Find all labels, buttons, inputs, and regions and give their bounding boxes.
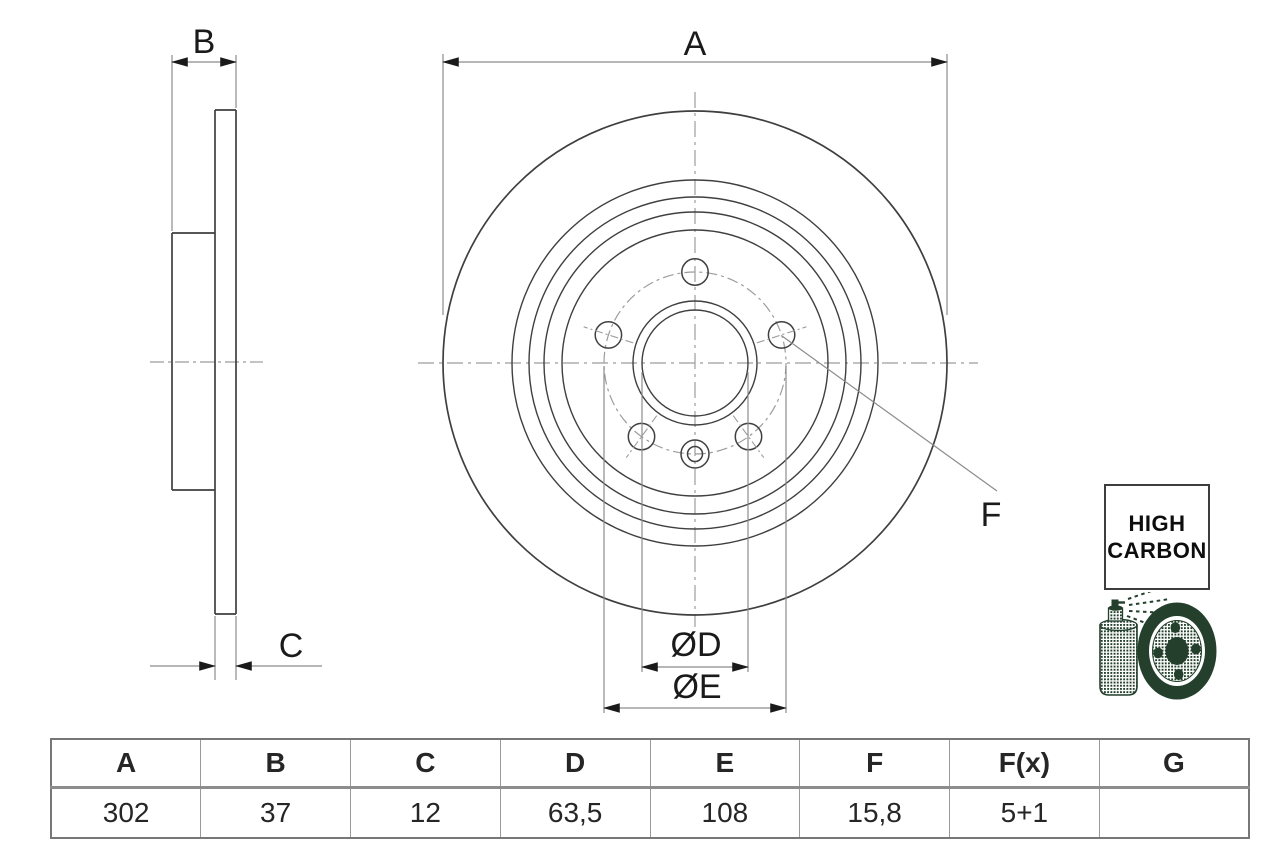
dimension-e: ØE bbox=[602, 366, 788, 713]
section-hat-outline bbox=[171, 232, 215, 491]
icon-spray-can bbox=[1099, 599, 1138, 696]
badge-line-2: CARBON bbox=[1107, 538, 1207, 563]
dimension-e-label: ØE bbox=[672, 668, 721, 706]
table-value-row: 302 37 12 63,5 108 15,8 5+1 bbox=[50, 787, 1250, 839]
table-value-e: 108 bbox=[649, 787, 801, 839]
table-value-a: 302 bbox=[50, 787, 202, 839]
disc-outer-edge bbox=[442, 110, 948, 616]
table-header-d: D bbox=[499, 738, 651, 789]
hat-edge-circle bbox=[561, 229, 829, 497]
dimension-b-label: B bbox=[193, 23, 216, 61]
table-header-e: E bbox=[649, 738, 801, 789]
table-header-fx: F(x) bbox=[949, 738, 1100, 789]
table-header-c: C bbox=[350, 738, 501, 789]
table-value-g bbox=[1098, 787, 1250, 839]
dimension-c-label: C bbox=[279, 627, 304, 665]
dimension-d: ØD bbox=[640, 372, 750, 672]
f-leader-line bbox=[781, 335, 998, 492]
center-bore-circle bbox=[641, 309, 749, 417]
table-header-b: B bbox=[200, 738, 351, 789]
section-plate-outline bbox=[214, 109, 237, 615]
table-header-row: A B C D E F F(x) G bbox=[50, 738, 1250, 789]
dimension-f-label: F bbox=[981, 496, 1002, 534]
bolt-hole-top bbox=[681, 258, 709, 286]
dimension-d-label: ØD bbox=[671, 626, 722, 664]
dimension-a-label: A bbox=[684, 25, 707, 63]
icon-disc bbox=[1137, 602, 1217, 700]
cross-section-view: B C bbox=[150, 23, 322, 680]
dimension-f: F bbox=[781, 335, 1002, 534]
technical-drawing: B C bbox=[150, 23, 1001, 713]
front-view: A ØD ØE F bbox=[418, 25, 1001, 713]
friction-ring-circle-2 bbox=[528, 196, 862, 530]
locating-pin-hole bbox=[680, 439, 710, 469]
badge-line-1: HIGH bbox=[1128, 511, 1186, 536]
table-value-b: 37 bbox=[200, 787, 351, 839]
table-value-f: 15,8 bbox=[799, 787, 950, 839]
table-value-fx: 5+1 bbox=[949, 787, 1100, 839]
dimension-b: B bbox=[170, 23, 238, 231]
table-value-d: 63,5 bbox=[499, 787, 651, 839]
table-header-f: F bbox=[799, 738, 950, 789]
table-header-a: A bbox=[50, 738, 202, 789]
hat-step-circle bbox=[543, 211, 847, 515]
hub-ring-circle bbox=[632, 300, 758, 426]
bolt-hole-upper-left bbox=[594, 320, 623, 349]
dimension-table: A B C D E F F(x) G 302 37 12 63,5 108 15… bbox=[50, 738, 1250, 839]
table-header-g: G bbox=[1098, 738, 1250, 789]
bolt-hole-centerline-ticks bbox=[583, 326, 807, 459]
coated-disc-spray-icon bbox=[1099, 592, 1217, 700]
high-carbon-badge: HIGH CARBON bbox=[1104, 484, 1210, 590]
bolt-hole-upper-right bbox=[767, 320, 796, 349]
table-value-c: 12 bbox=[350, 787, 501, 839]
dimension-a: A bbox=[441, 25, 949, 315]
icon-spray-mist bbox=[1126, 592, 1171, 629]
friction-ring-circle-1 bbox=[511, 179, 879, 547]
bolt-circle bbox=[603, 271, 787, 455]
dimension-c: C bbox=[150, 616, 322, 680]
